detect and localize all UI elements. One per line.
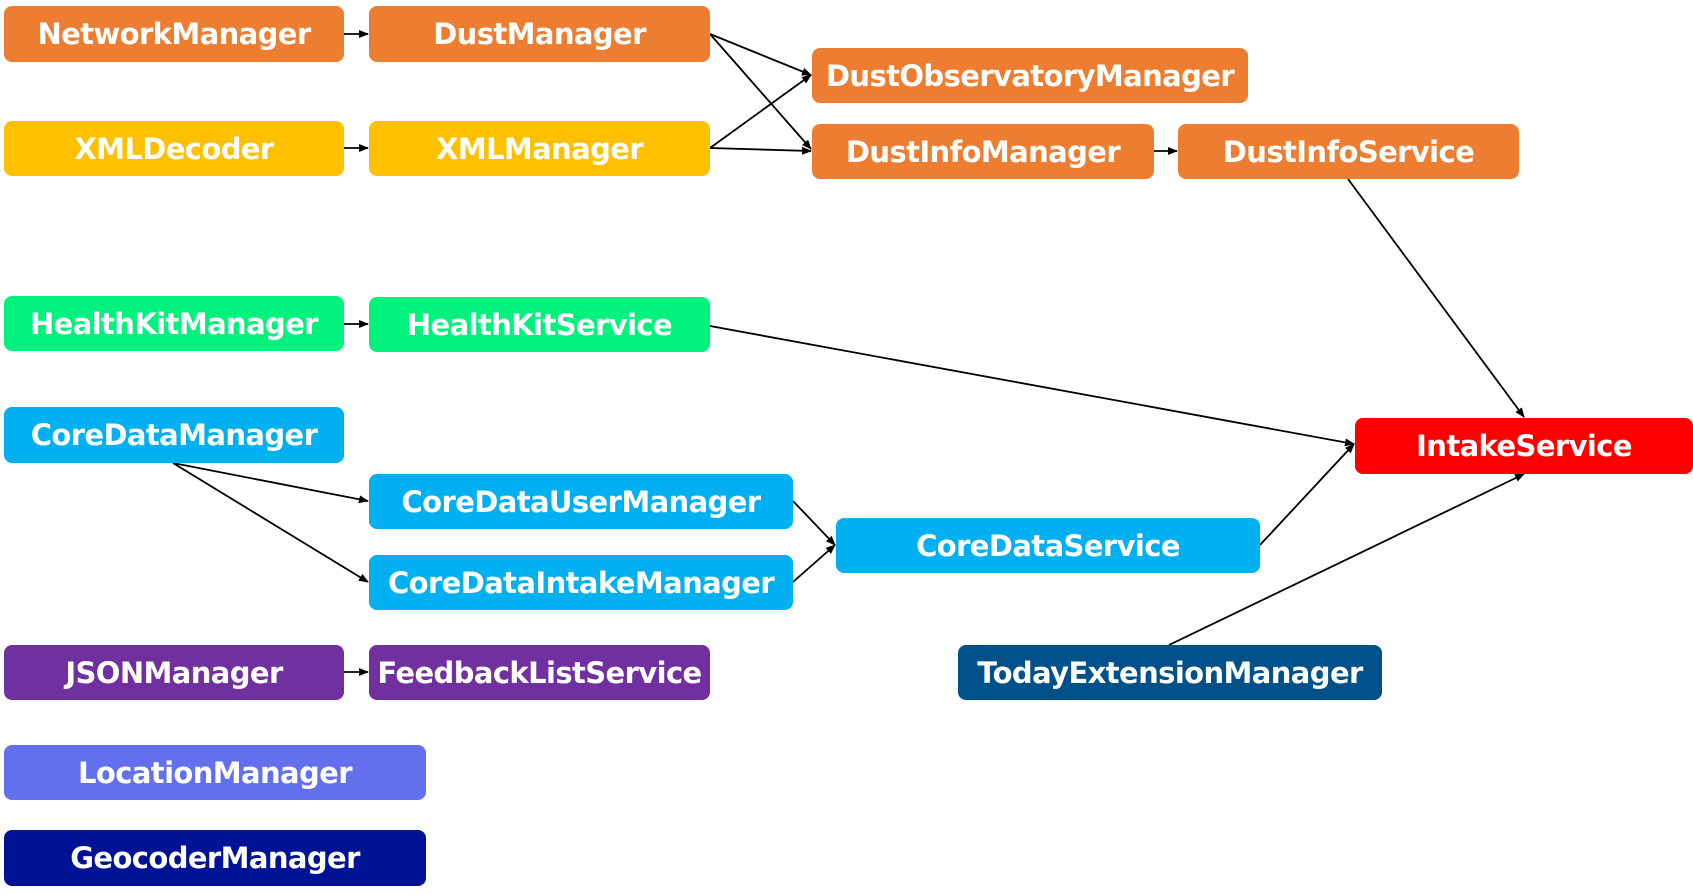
edge-xmlmanager-to-dustobs	[709, 74, 812, 149]
edge-cdintake-to-cdservice	[792, 544, 836, 583]
node-core-data-service: CoreDataService	[836, 518, 1260, 573]
edge-cdservice-to-intake	[1259, 443, 1355, 546]
node-dust-observatory-manager: DustObservatoryManager	[812, 48, 1248, 103]
node-dust-info-manager: DustInfoManager	[812, 124, 1154, 179]
node-core-data-intake-manager: CoreDataIntakeManager	[369, 555, 793, 610]
node-dust-info-service: DustInfoService	[1178, 124, 1519, 179]
node-healthkit-service: HealthKitService	[369, 297, 710, 352]
node-core-data-user-manager: CoreDataUserManager	[369, 474, 793, 529]
node-xml-manager: XMLManager	[369, 121, 710, 176]
node-geocoder-manager: GeocoderManager	[4, 830, 426, 886]
edge-cdmanager-to-cdintake	[172, 462, 369, 583]
node-today-extension-manager: TodayExtensionManager	[958, 645, 1382, 700]
node-network-manager: NetworkManager	[4, 6, 344, 62]
node-core-data-manager: CoreDataManager	[4, 407, 344, 463]
edge-dust-to-dustobs	[709, 33, 812, 76]
node-dust-manager: DustManager	[369, 6, 710, 62]
edge-hkservice-to-intake	[709, 325, 1355, 447]
edge-dust-to-dustinfo	[709, 33, 812, 150]
edge-today-to-intake	[1168, 473, 1525, 646]
node-feedback-list-service: FeedbackListService	[369, 645, 710, 700]
edge-cdmanager-to-cduser	[172, 462, 369, 504]
node-intake-service: IntakeService	[1355, 418, 1693, 474]
edge-dustinfosvc-to-intake	[1347, 178, 1525, 418]
node-xml-decoder: XMLDecoder	[4, 121, 344, 176]
node-json-manager: JSONManager	[4, 645, 344, 700]
node-healthkit-manager: HealthKitManager	[4, 296, 344, 351]
edge-xmlmanager-to-dustinfo	[709, 146, 812, 155]
edge-cduser-to-cdservice	[792, 500, 836, 546]
node-location-manager: LocationManager	[4, 745, 426, 800]
